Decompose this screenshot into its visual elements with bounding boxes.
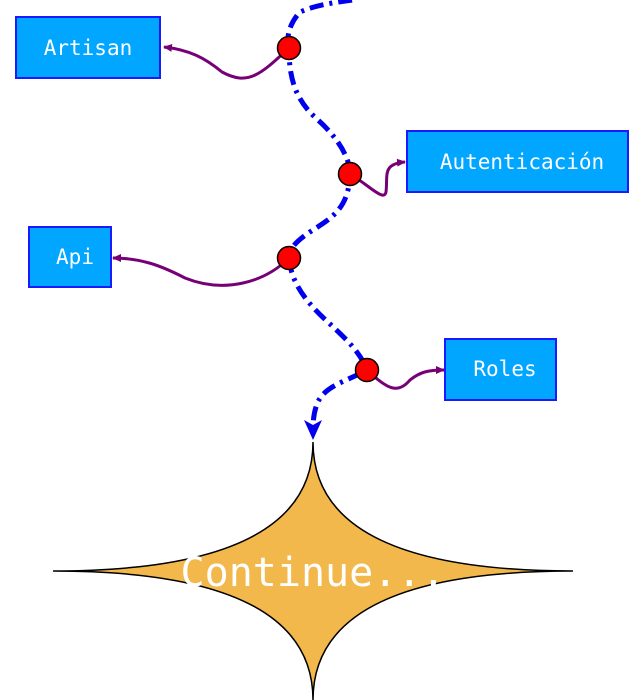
node-api-label: Api bbox=[56, 245, 94, 269]
node-autenticacion[interactable]: Autenticación bbox=[406, 130, 629, 193]
branch-autenticacion bbox=[349, 158, 406, 197]
branch-artisan bbox=[163, 43, 291, 80]
node-autenticacion-label: Autenticación bbox=[440, 150, 604, 174]
junction-dot-roles bbox=[354, 357, 380, 383]
junction-dot-autenticacion bbox=[337, 161, 363, 187]
terminal-star-shape bbox=[52, 441, 574, 700]
terminal-label: Continue... bbox=[181, 550, 446, 596]
node-artisan-box bbox=[15, 16, 161, 79]
node-roles[interactable]: Roles bbox=[444, 338, 557, 401]
node-roles-label: Roles bbox=[473, 357, 536, 381]
junction-dot-artisan bbox=[276, 35, 302, 61]
node-api-box bbox=[28, 226, 112, 288]
main-flow-line bbox=[285, 0, 371, 440]
node-api[interactable]: Api bbox=[28, 226, 112, 288]
node-artisan-label: Artisan bbox=[44, 36, 133, 60]
node-artisan[interactable]: Artisan bbox=[15, 16, 161, 79]
node-roles-box bbox=[444, 338, 557, 401]
node-autenticacion-box bbox=[406, 130, 629, 193]
branch-api bbox=[112, 254, 291, 287]
junction-dot-api bbox=[276, 245, 302, 271]
branch-roles bbox=[365, 366, 445, 390]
terminal-continue[interactable]: Continue... bbox=[52, 441, 574, 700]
